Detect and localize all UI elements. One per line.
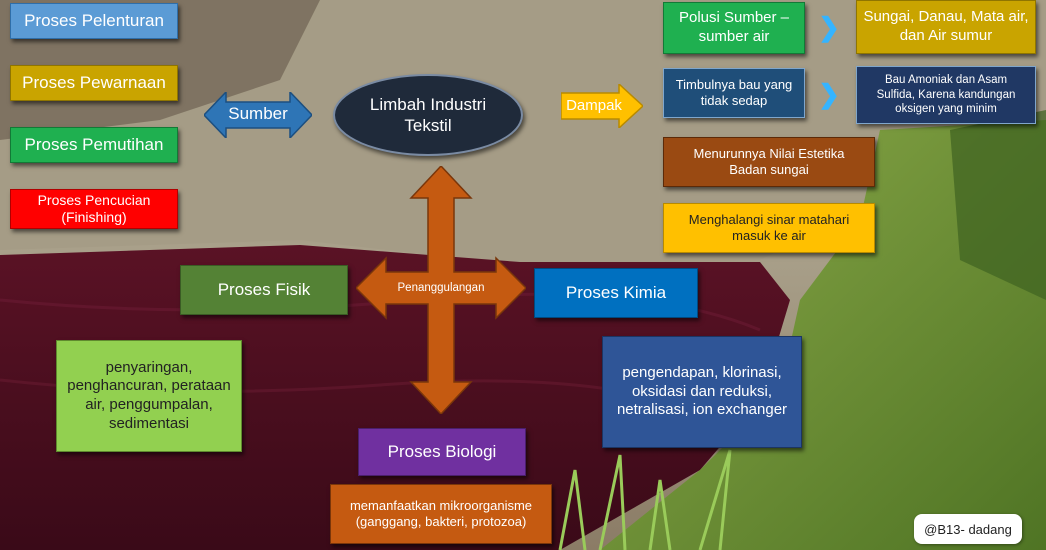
sumber-arrow-label: Sumber [228,104,288,123]
method-biologi-detail: memanfaatkan mikroorganisme (ganggang, b… [330,484,552,544]
source-item-pencucian: Proses Pencucian (Finishing) [10,189,178,229]
source-item-pemutihan: Proses Pemutihan [10,127,178,163]
impact-label: Menghalangi sinar matahari masuk ke air [688,211,850,243]
method-fisik-detail: penyaringan, penghancuran, perataan air,… [56,340,242,452]
impact-label: Polusi Sumber – sumber air [678,9,790,45]
impact-item-estetika: Menurunnya Nilai Estetika Badan sungai [663,137,875,187]
method-label: Proses Fisik [217,280,311,300]
method-label: Proses Kimia [565,283,667,303]
source-label: Proses Pewarnaan [22,73,166,93]
chevron-right-icon: ❯ [818,12,840,42]
method-label: Proses Biologi [387,442,497,462]
center-node: Limbah Industri Tekstil [333,74,523,156]
method-detail-label: penyaringan, penghancuran, perataan air,… [67,358,231,432]
source-label: Proses Pemutihan [24,135,164,155]
impact-detail-bau: Bau Amoniak dan Asam Sulfida, Karena kan… [856,66,1036,124]
method-biologi: Proses Biologi [358,428,526,476]
impact-item-sinar-matahari: Menghalangi sinar matahari masuk ke air [663,203,875,253]
method-fisik: Proses Fisik [180,265,348,315]
impact-detail-label: Sungai, Danau, Mata air, dan Air sumur [863,8,1029,44]
sumber-double-arrow [204,92,312,138]
penanggulangan-four-way-arrow [356,166,526,414]
impact-detail-label: Bau Amoniak dan Asam Sulfida, Karena kan… [876,74,1016,116]
impact-label: Menurunnya Nilai Estetika Badan sungai [693,145,845,177]
watermark: @B13- dadang [914,514,1022,544]
method-kimia-detail: pengendapan, klorinasi, oksidasi dan red… [602,336,802,448]
dampak-arrow [561,84,643,128]
method-kimia: Proses Kimia [534,268,698,318]
source-label: Proses Pencucian (Finishing) [37,191,151,226]
impact-item-bau: Timbulnya bau yang tidak sedap [663,68,805,118]
dampak-arrow-label: Dampak [566,97,622,114]
center-label: Limbah Industri Tekstil [369,94,487,135]
penanggulangan-label: Penanggulangan [397,282,485,294]
impact-label: Timbulnya bau yang tidak sedap [675,76,793,108]
method-detail-label: pengendapan, klorinasi, oksidasi dan red… [616,363,788,419]
chevron-right-icon: ❯ [818,79,840,109]
impact-item-polusi: Polusi Sumber – sumber air [663,2,805,54]
impact-detail-sumber-air: Sungai, Danau, Mata air, dan Air sumur [856,0,1036,54]
source-item-pelenturan: Proses Pelenturan [10,3,178,39]
source-label: Proses Pelenturan [24,11,164,31]
source-item-pewarnaan: Proses Pewarnaan [10,65,178,101]
method-detail-label: memanfaatkan mikroorganisme (ganggang, b… [349,497,533,529]
